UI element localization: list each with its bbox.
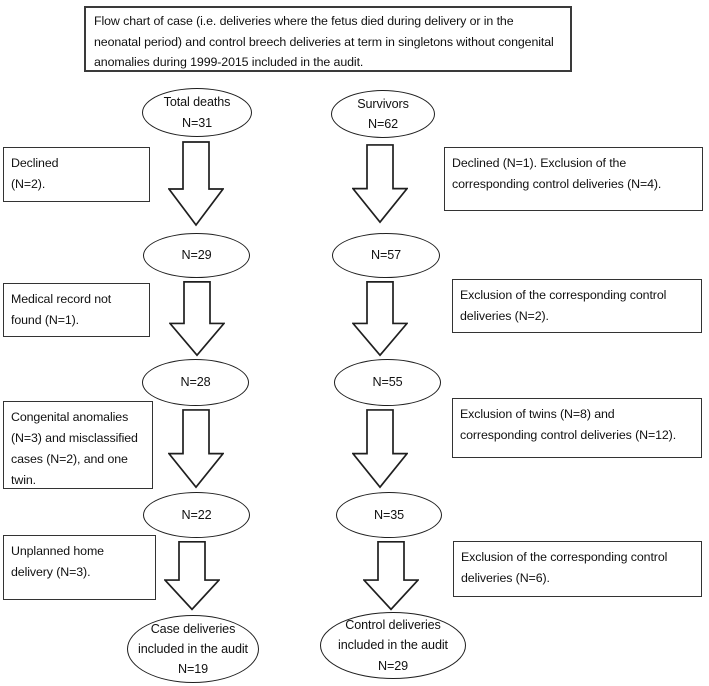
down-arrow-icon — [363, 541, 419, 611]
node-label: N=28 — [180, 375, 211, 390]
node-label: Control deliveries included in the audit… — [338, 618, 448, 673]
exclusion-box-left-1: Declined (N=2). — [3, 147, 150, 202]
exclusion-box-right-1: Declined (N=1). Exclusion of the corresp… — [444, 147, 703, 211]
down-arrow-icon — [352, 144, 408, 224]
down-arrow-icon — [164, 541, 220, 611]
node-label: Total deaths N=31 — [163, 95, 231, 130]
exclusion-box-left-3: Congenital anomalies (N=3) and misclassi… — [3, 401, 153, 489]
down-arrow-icon — [168, 141, 224, 227]
exclusion-box-right-2: Exclusion of the corresponding control d… — [452, 279, 702, 333]
down-arrow-icon — [352, 281, 408, 357]
node-label: N=55 — [372, 375, 403, 390]
exclusion-box-left-2: Medical record not found (N=1). — [3, 283, 150, 337]
node-label: Case deliveries included in the audit N=… — [138, 621, 248, 677]
exclusion-box-right-3: Exclusion of twins (N=8) and correspondi… — [452, 398, 702, 458]
node-control-final: Control deliveries included in the audit… — [320, 612, 466, 679]
exclusion-box-left-4: Unplanned home delivery (N=3). — [3, 535, 156, 600]
node-left-n29: N=29 — [143, 233, 250, 278]
node-left-n28: N=28 — [142, 359, 249, 406]
node-label: N=22 — [181, 507, 212, 522]
node-case-final: Case deliveries included in the audit N=… — [127, 615, 259, 683]
down-arrow-icon — [169, 281, 225, 357]
node-right-n35: N=35 — [336, 492, 442, 538]
exclusion-box-right-4: Exclusion of the corresponding control d… — [453, 541, 702, 597]
node-right-n55: N=55 — [334, 359, 441, 406]
node-survivors: Survivors N=62 — [331, 90, 435, 138]
node-right-n57: N=57 — [332, 233, 440, 278]
node-total-deaths: Total deaths N=31 — [142, 88, 252, 137]
down-arrow-icon — [352, 409, 408, 489]
node-label: N=35 — [373, 507, 405, 522]
node-label: Survivors N=62 — [357, 96, 409, 131]
node-label: N=57 — [370, 248, 402, 263]
node-label: N=29 — [181, 248, 212, 263]
node-left-n22: N=22 — [143, 492, 250, 538]
down-arrow-icon — [168, 409, 224, 489]
title-box: Flow chart of case (i.e. deliveries wher… — [84, 6, 572, 72]
